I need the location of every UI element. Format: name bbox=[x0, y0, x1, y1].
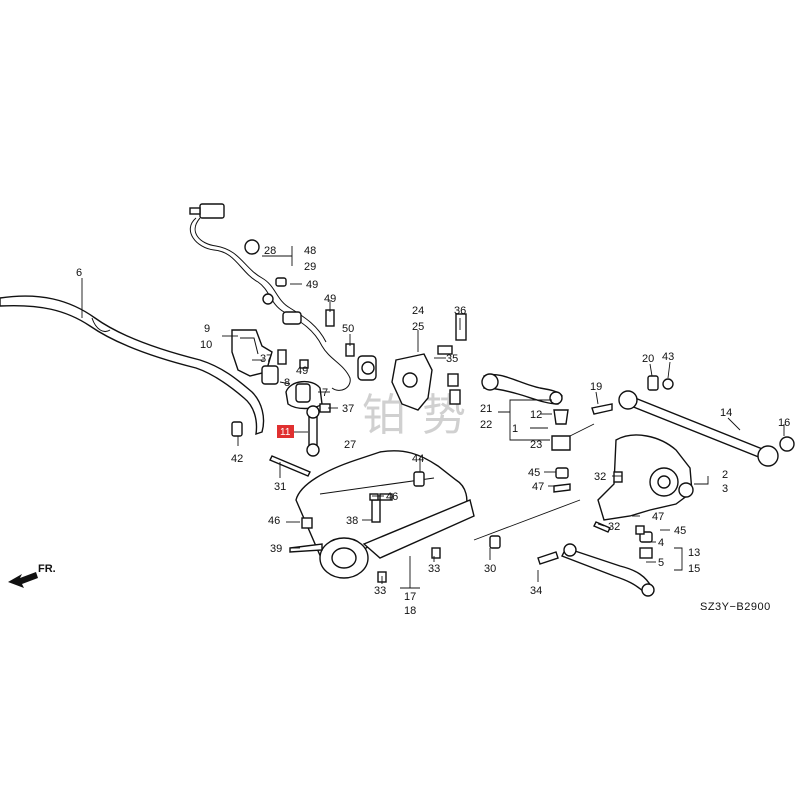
callout-34: 34 bbox=[530, 585, 542, 597]
callout-9: 9 bbox=[204, 323, 210, 335]
trailing-arm bbox=[295, 450, 475, 579]
callout-50: 50 bbox=[342, 323, 354, 335]
callout-32b: 32 bbox=[608, 521, 620, 533]
callout-43: 43 bbox=[662, 351, 674, 363]
callout-23: 23 bbox=[530, 439, 542, 451]
lower-arm bbox=[561, 543, 655, 597]
callout-17: 17 bbox=[404, 591, 416, 603]
callout-15: 15 bbox=[688, 563, 700, 575]
callout-49a: 49 bbox=[306, 279, 318, 291]
callout-47a: 47 bbox=[532, 481, 544, 493]
callout-25: 25 bbox=[412, 321, 424, 333]
callout-18: 18 bbox=[404, 605, 416, 617]
leader-lines bbox=[81, 246, 785, 589]
callout-22: 22 bbox=[480, 419, 492, 431]
callout-49b: 49 bbox=[324, 293, 336, 305]
callout-24: 24 bbox=[412, 305, 424, 317]
callout-28: 28 bbox=[264, 245, 276, 257]
callout-36: 36 bbox=[454, 305, 466, 317]
callout-29: 29 bbox=[304, 261, 316, 273]
upper-bracket bbox=[391, 353, 433, 411]
callout-42: 42 bbox=[231, 453, 243, 465]
callout-33a: 33 bbox=[428, 563, 440, 575]
lateral-rod bbox=[618, 390, 795, 467]
callout-30: 30 bbox=[484, 563, 496, 575]
callout-11: 11 bbox=[280, 427, 291, 438]
callout-13: 13 bbox=[688, 547, 700, 559]
callout-45a: 45 bbox=[528, 467, 540, 479]
callout-32a: 32 bbox=[594, 471, 606, 483]
stabilizer-bar bbox=[0, 295, 265, 436]
callout-35: 35 bbox=[446, 353, 458, 365]
callout-44: 44 bbox=[412, 453, 424, 465]
bushing-stack bbox=[551, 409, 571, 451]
callout-33b: 33 bbox=[374, 585, 386, 597]
callout-7: 7 bbox=[322, 387, 328, 399]
callout-10: 10 bbox=[200, 339, 212, 351]
upper-control-arm bbox=[481, 373, 563, 405]
callout-49c: 49 bbox=[296, 365, 308, 377]
callout-12: 12 bbox=[530, 409, 542, 421]
highlight-part-11 bbox=[277, 425, 294, 438]
callout-38: 38 bbox=[346, 515, 358, 527]
callout-2: 2 bbox=[722, 469, 728, 481]
callout-16: 16 bbox=[778, 417, 790, 429]
callout-46a: 46 bbox=[386, 491, 398, 503]
callout-14: 14 bbox=[720, 407, 732, 419]
stabilizer-bracket bbox=[231, 329, 279, 385]
fasteners bbox=[231, 277, 674, 583]
stabilizer-link bbox=[306, 405, 320, 457]
direction-label: FR. bbox=[38, 563, 56, 575]
callout-3: 3 bbox=[722, 483, 728, 495]
front-direction-arrow: FR. bbox=[8, 563, 56, 588]
diagram-reference-code: SZ3Y−B2900 bbox=[700, 601, 771, 613]
sensor-harness bbox=[189, 203, 377, 391]
callout-20: 20 bbox=[642, 353, 654, 365]
callout-19: 19 bbox=[590, 381, 602, 393]
callout-6: 6 bbox=[76, 267, 82, 279]
callout-45b: 45 bbox=[674, 525, 686, 537]
bushing-holder bbox=[285, 381, 323, 410]
callout-27: 27 bbox=[344, 439, 356, 451]
callout-37a: 37 bbox=[260, 353, 272, 365]
callout-39: 39 bbox=[270, 543, 282, 555]
knuckle bbox=[597, 434, 694, 521]
callout-8: 8 bbox=[284, 377, 290, 389]
callout-1: 1 bbox=[512, 423, 518, 435]
callout-48: 48 bbox=[304, 245, 316, 257]
callout-46b: 46 bbox=[268, 515, 280, 527]
watermark-char-1: 铂 bbox=[362, 390, 406, 441]
callout-47b: 47 bbox=[652, 511, 664, 523]
callout-21: 21 bbox=[480, 403, 492, 415]
callout-31: 31 bbox=[274, 481, 286, 493]
callout-4: 4 bbox=[658, 537, 664, 549]
callouts: 6 48 28 29 49 49 49 50 9 10 37 37 8 7 11… bbox=[76, 245, 790, 617]
callout-37b: 37 bbox=[342, 403, 354, 415]
callout-5: 5 bbox=[658, 557, 664, 569]
